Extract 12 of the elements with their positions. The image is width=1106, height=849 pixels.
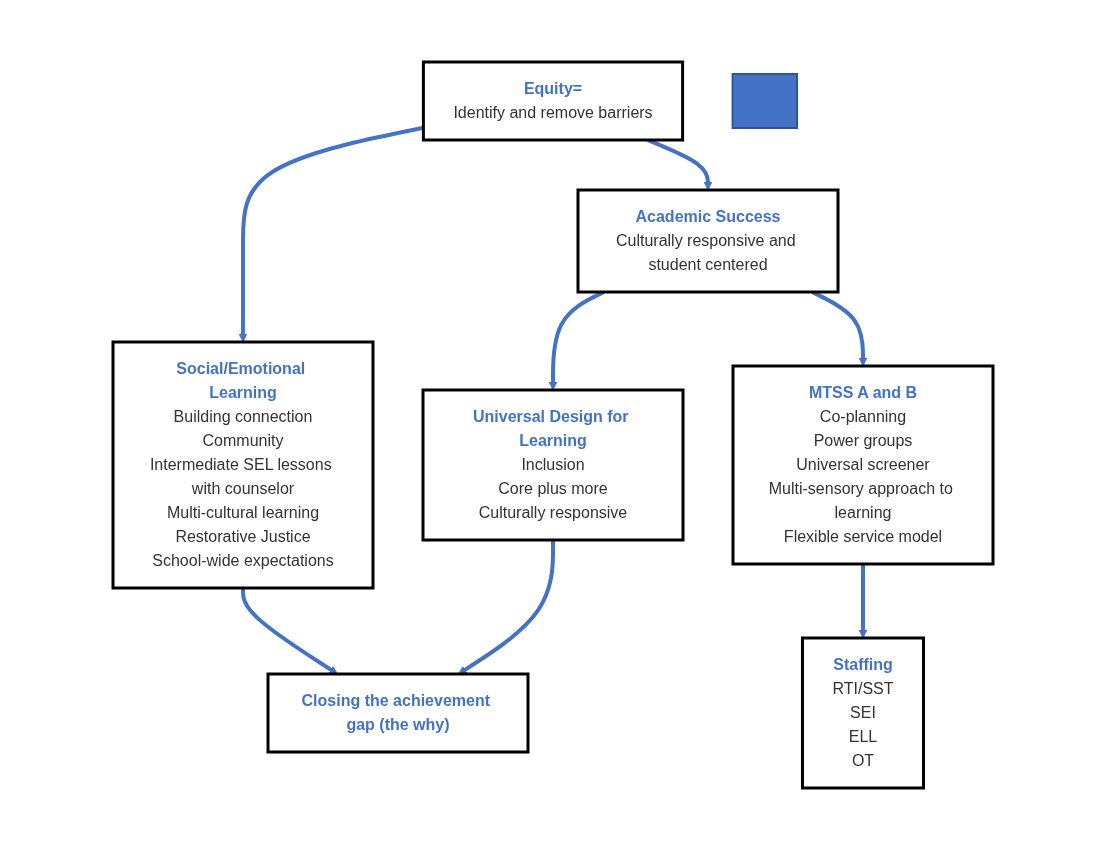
- arrow: [241, 587, 338, 674]
- arrow: [858, 563, 868, 638]
- node-box: MTSS A and B Co-planning Power groups Universal screener Multi-sensory approach to learning Flexible service model: [731, 364, 995, 565]
- node-box: Closing the achievement gap (the why): [266, 672, 530, 753]
- node-box: Social/Emotional Learning Building connection Community Intermediate SEL lessons with counselor Multi-cultural learning Restorative Justice School-wide expectations: [111, 340, 375, 589]
- node-box: Universal Design for Learning Inclusion Core plus more Culturally responsive: [421, 388, 685, 541]
- node-box: Equity= Identify and remove barriers: [421, 60, 685, 141]
- node-box: Academic Success Culturally responsive and student centered: [576, 188, 840, 293]
- node-bar: [731, 72, 799, 129]
- arrow: [238, 125, 424, 342]
- node-box: Staffing RTI/SST SEI ELL OT: [801, 636, 925, 789]
- arrow: [458, 539, 555, 674]
